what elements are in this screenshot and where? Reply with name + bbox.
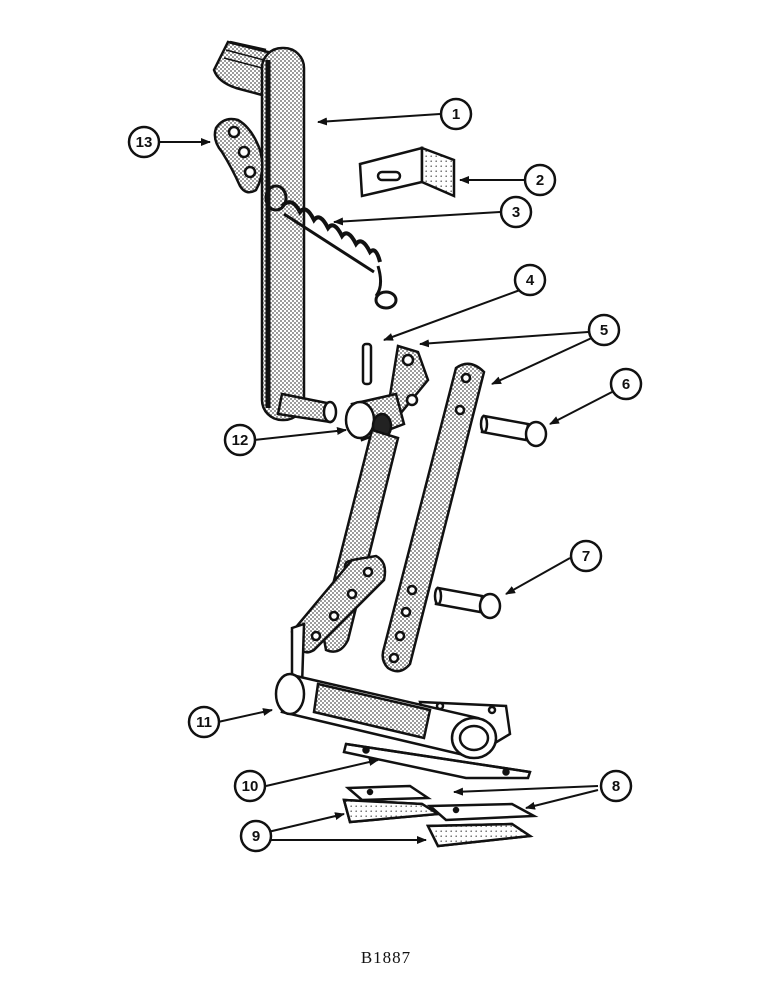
callout-8: 8: [599, 769, 633, 803]
callout-5: 5: [587, 313, 621, 347]
bolt-upper: [479, 414, 548, 448]
pivot-tube: [274, 672, 512, 760]
callout-11: 11: [187, 705, 221, 739]
pedal-arm: [290, 554, 387, 692]
svg-text:10: 10: [242, 778, 259, 795]
callout-1: 1: [439, 97, 473, 131]
roll-pin: [361, 342, 373, 386]
spring-anchor-bracket: [213, 117, 264, 194]
callout-6: 6: [609, 367, 643, 401]
pedal-lever: [212, 40, 306, 422]
callout-10: 10: [233, 769, 267, 803]
svg-text:4: 4: [526, 272, 535, 289]
callout-7: 7: [569, 539, 603, 573]
svg-text:6: 6: [622, 376, 630, 393]
collar-hub: [344, 344, 430, 442]
svg-text:8: 8: [612, 778, 620, 795]
leader-lines: [158, 113, 613, 844]
callout-3: 3: [499, 195, 533, 229]
bolt-lower: [433, 586, 502, 620]
wedge-block: [342, 798, 534, 848]
svg-text:13: 13: [136, 134, 153, 151]
svg-text:7: 7: [582, 548, 590, 565]
svg-text:2: 2: [536, 172, 544, 189]
svg-text:12: 12: [232, 432, 249, 449]
lever-shaft: [276, 392, 338, 424]
callout-2: 2: [523, 163, 557, 197]
svg-text:5: 5: [600, 322, 608, 339]
svg-text:3: 3: [512, 204, 520, 221]
svg-text:9: 9: [252, 828, 260, 845]
shim-plate: [342, 742, 532, 780]
svg-text:1: 1: [452, 106, 460, 123]
angle-bracket: [358, 146, 456, 198]
figure-code: B1887: [360, 948, 412, 967]
callout-13: 13: [127, 125, 161, 159]
callout-12: 12: [223, 423, 257, 457]
svg-text:11: 11: [196, 714, 212, 731]
spacer: [344, 784, 539, 822]
callout-9: 9: [239, 819, 273, 853]
link-bar: [381, 362, 486, 673]
return-spring: [264, 184, 398, 310]
callout-4: 4: [513, 263, 547, 297]
